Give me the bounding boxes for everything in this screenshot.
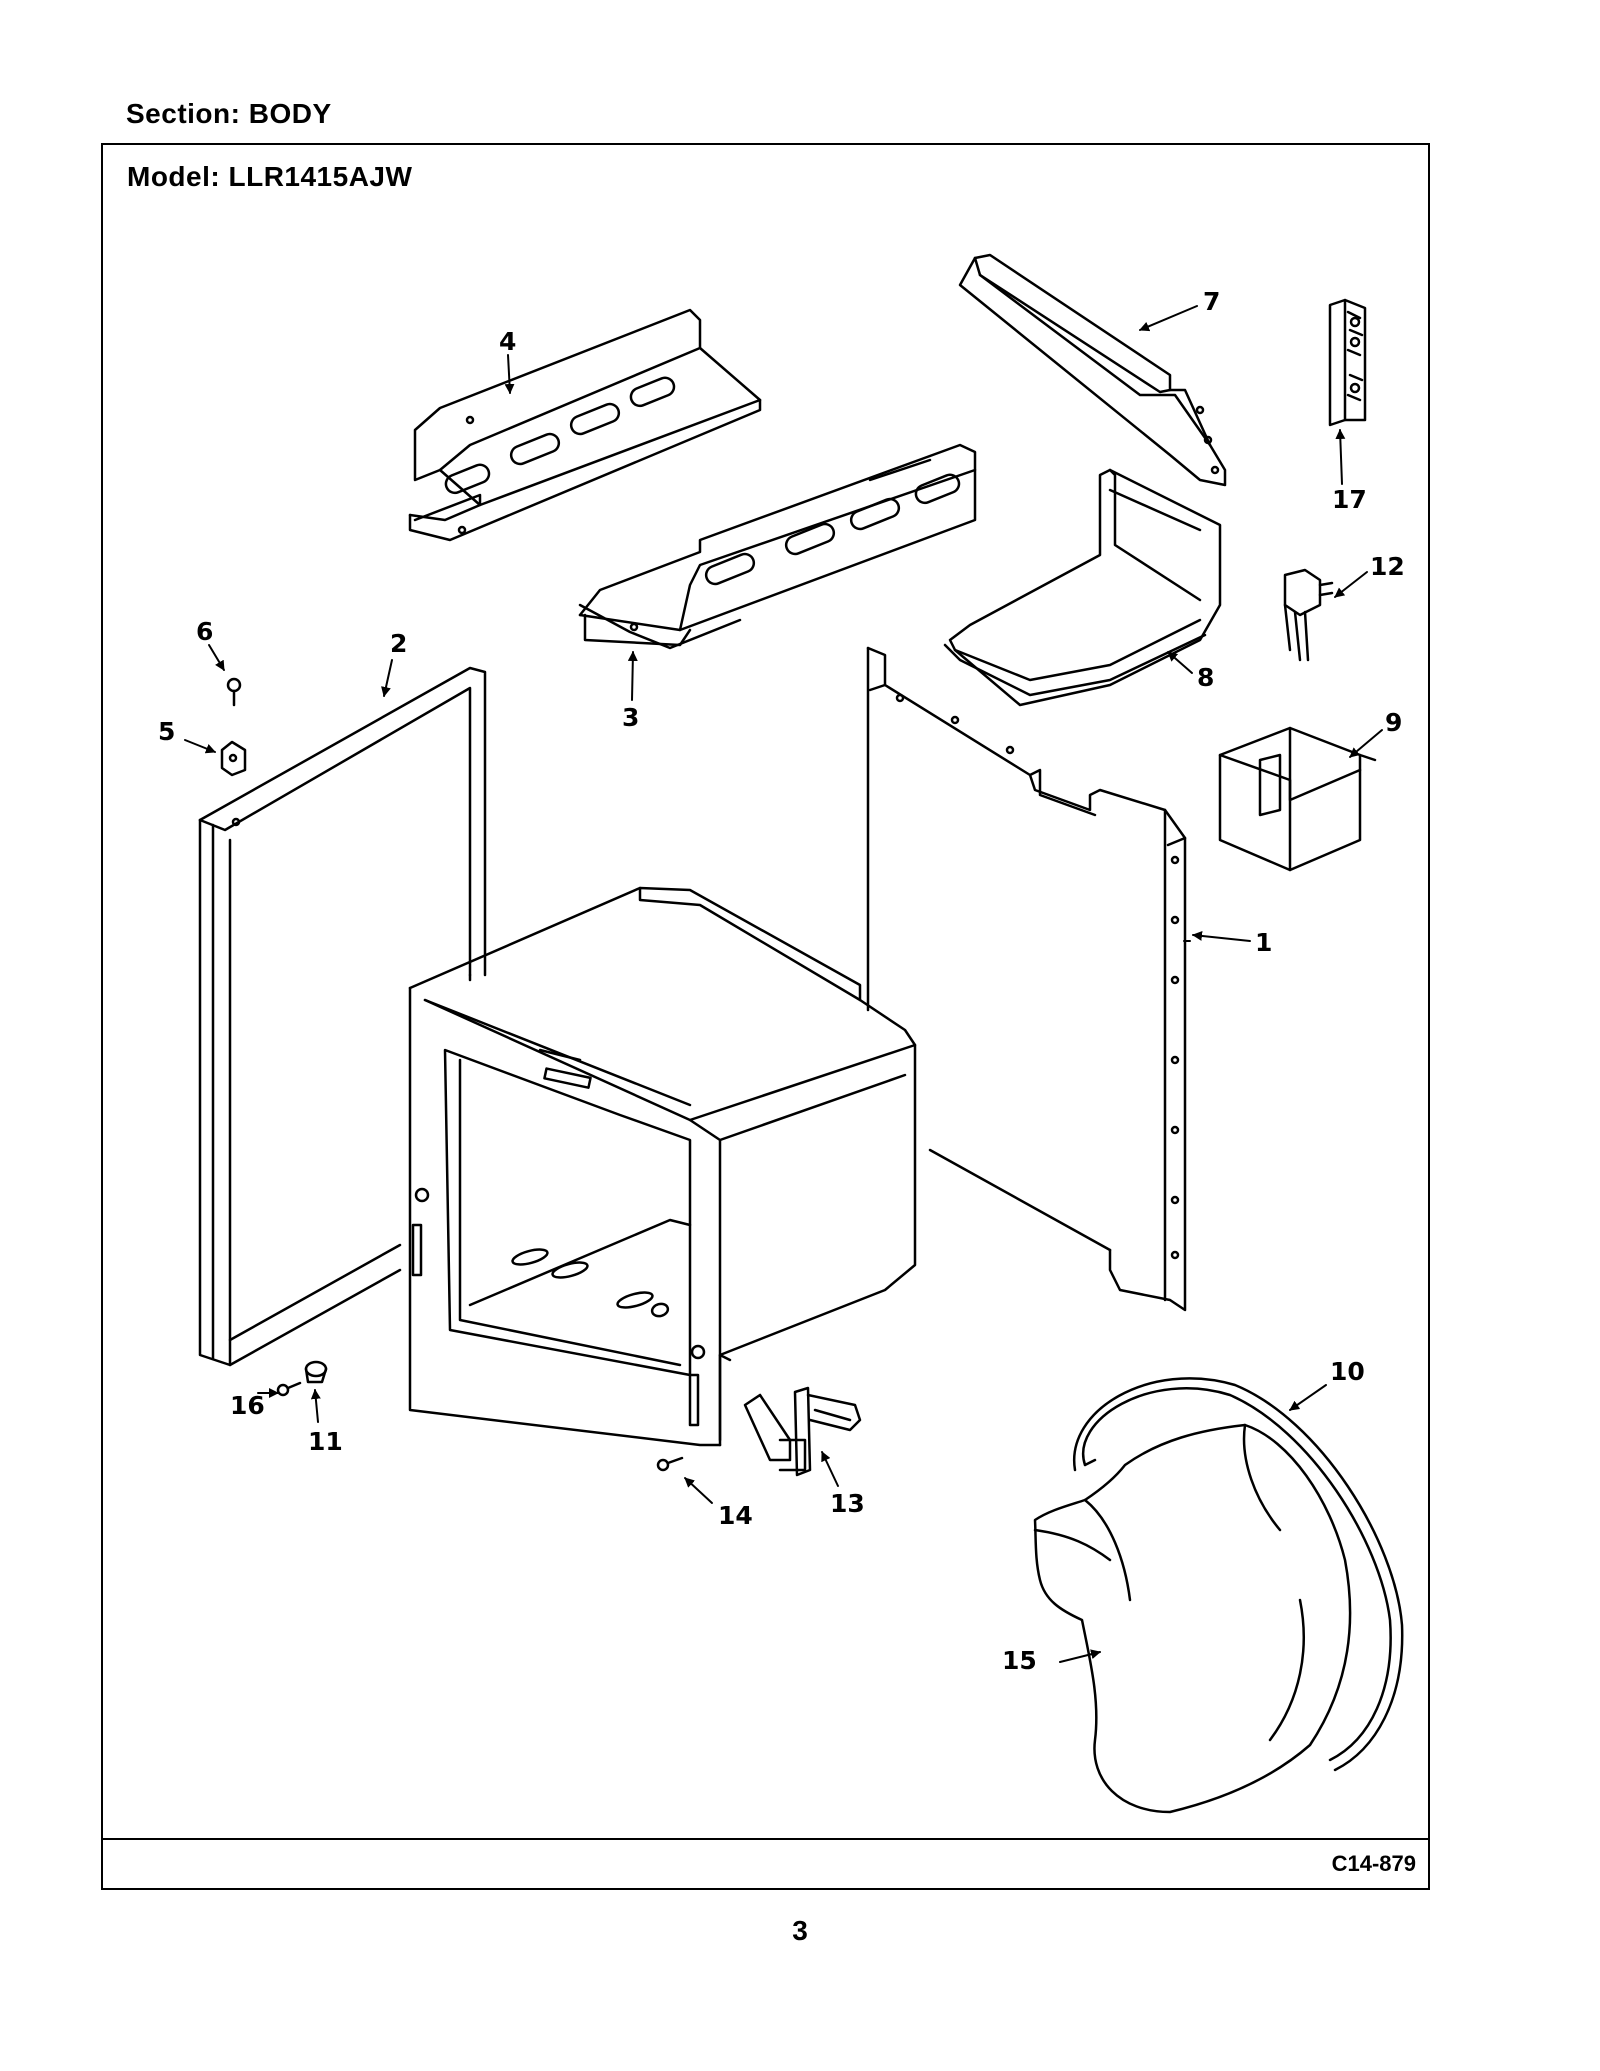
oven-cavity bbox=[408, 886, 917, 1447]
callout-10: 10 bbox=[1330, 1357, 1365, 1386]
callout-5: 5 bbox=[158, 717, 175, 746]
callout-8: 8 bbox=[1197, 663, 1214, 692]
part-16-screw bbox=[276, 1381, 302, 1397]
part-13-hinge bbox=[743, 1386, 862, 1477]
part-8-air-diverter bbox=[943, 468, 1222, 707]
part-4-rear-bracket bbox=[408, 308, 762, 542]
callout-7: 7 bbox=[1203, 287, 1220, 316]
part-2-door-frame bbox=[198, 666, 487, 1367]
part-11-bumper bbox=[304, 1360, 328, 1384]
part-1-side-panel bbox=[866, 646, 1187, 1312]
part-9-electrical-box bbox=[1218, 726, 1377, 872]
callout-labels: 1 2 3 4 5 6 7 8 9 10 11 12 13 14 15 16 1… bbox=[158, 287, 1405, 1675]
callout-4: 4 bbox=[499, 327, 516, 356]
diagram-frame: Model: LLR1415AJW C14-879 bbox=[101, 143, 1430, 1890]
callout-1: 1 bbox=[1255, 928, 1272, 957]
part-12-power-cord bbox=[1283, 568, 1334, 662]
callout-arrows bbox=[184, 305, 1383, 1663]
part-15-insulation bbox=[1033, 1423, 1352, 1814]
callout-9: 9 bbox=[1385, 708, 1402, 737]
callout-12: 12 bbox=[1370, 552, 1405, 581]
part-14-screw bbox=[656, 1456, 684, 1472]
part-7-duct bbox=[958, 253, 1227, 487]
callout-15: 15 bbox=[1002, 1646, 1037, 1675]
part-3-front-bracket bbox=[578, 443, 977, 650]
callout-3: 3 bbox=[622, 703, 639, 732]
section-title: Section: BODY bbox=[126, 98, 332, 129]
callout-16: 16 bbox=[230, 1391, 265, 1420]
callout-13: 13 bbox=[830, 1489, 865, 1518]
callout-14: 14 bbox=[718, 1501, 753, 1530]
callout-6: 6 bbox=[196, 617, 213, 646]
part-5-clip bbox=[220, 740, 247, 777]
part-17-terminal-block bbox=[1328, 298, 1367, 427]
callout-2: 2 bbox=[390, 629, 407, 658]
page-number: 3 bbox=[792, 1915, 808, 1946]
part-6-screw bbox=[226, 677, 242, 707]
part-10-door-gasket bbox=[1072, 1377, 1404, 1772]
diagram-code: C14-879 bbox=[1331, 1851, 1416, 1876]
footer-divider bbox=[103, 1838, 1428, 1840]
callout-17: 17 bbox=[1332, 485, 1367, 514]
callout-11: 11 bbox=[308, 1427, 343, 1456]
model-title: Model: LLR1415AJW bbox=[127, 161, 413, 192]
